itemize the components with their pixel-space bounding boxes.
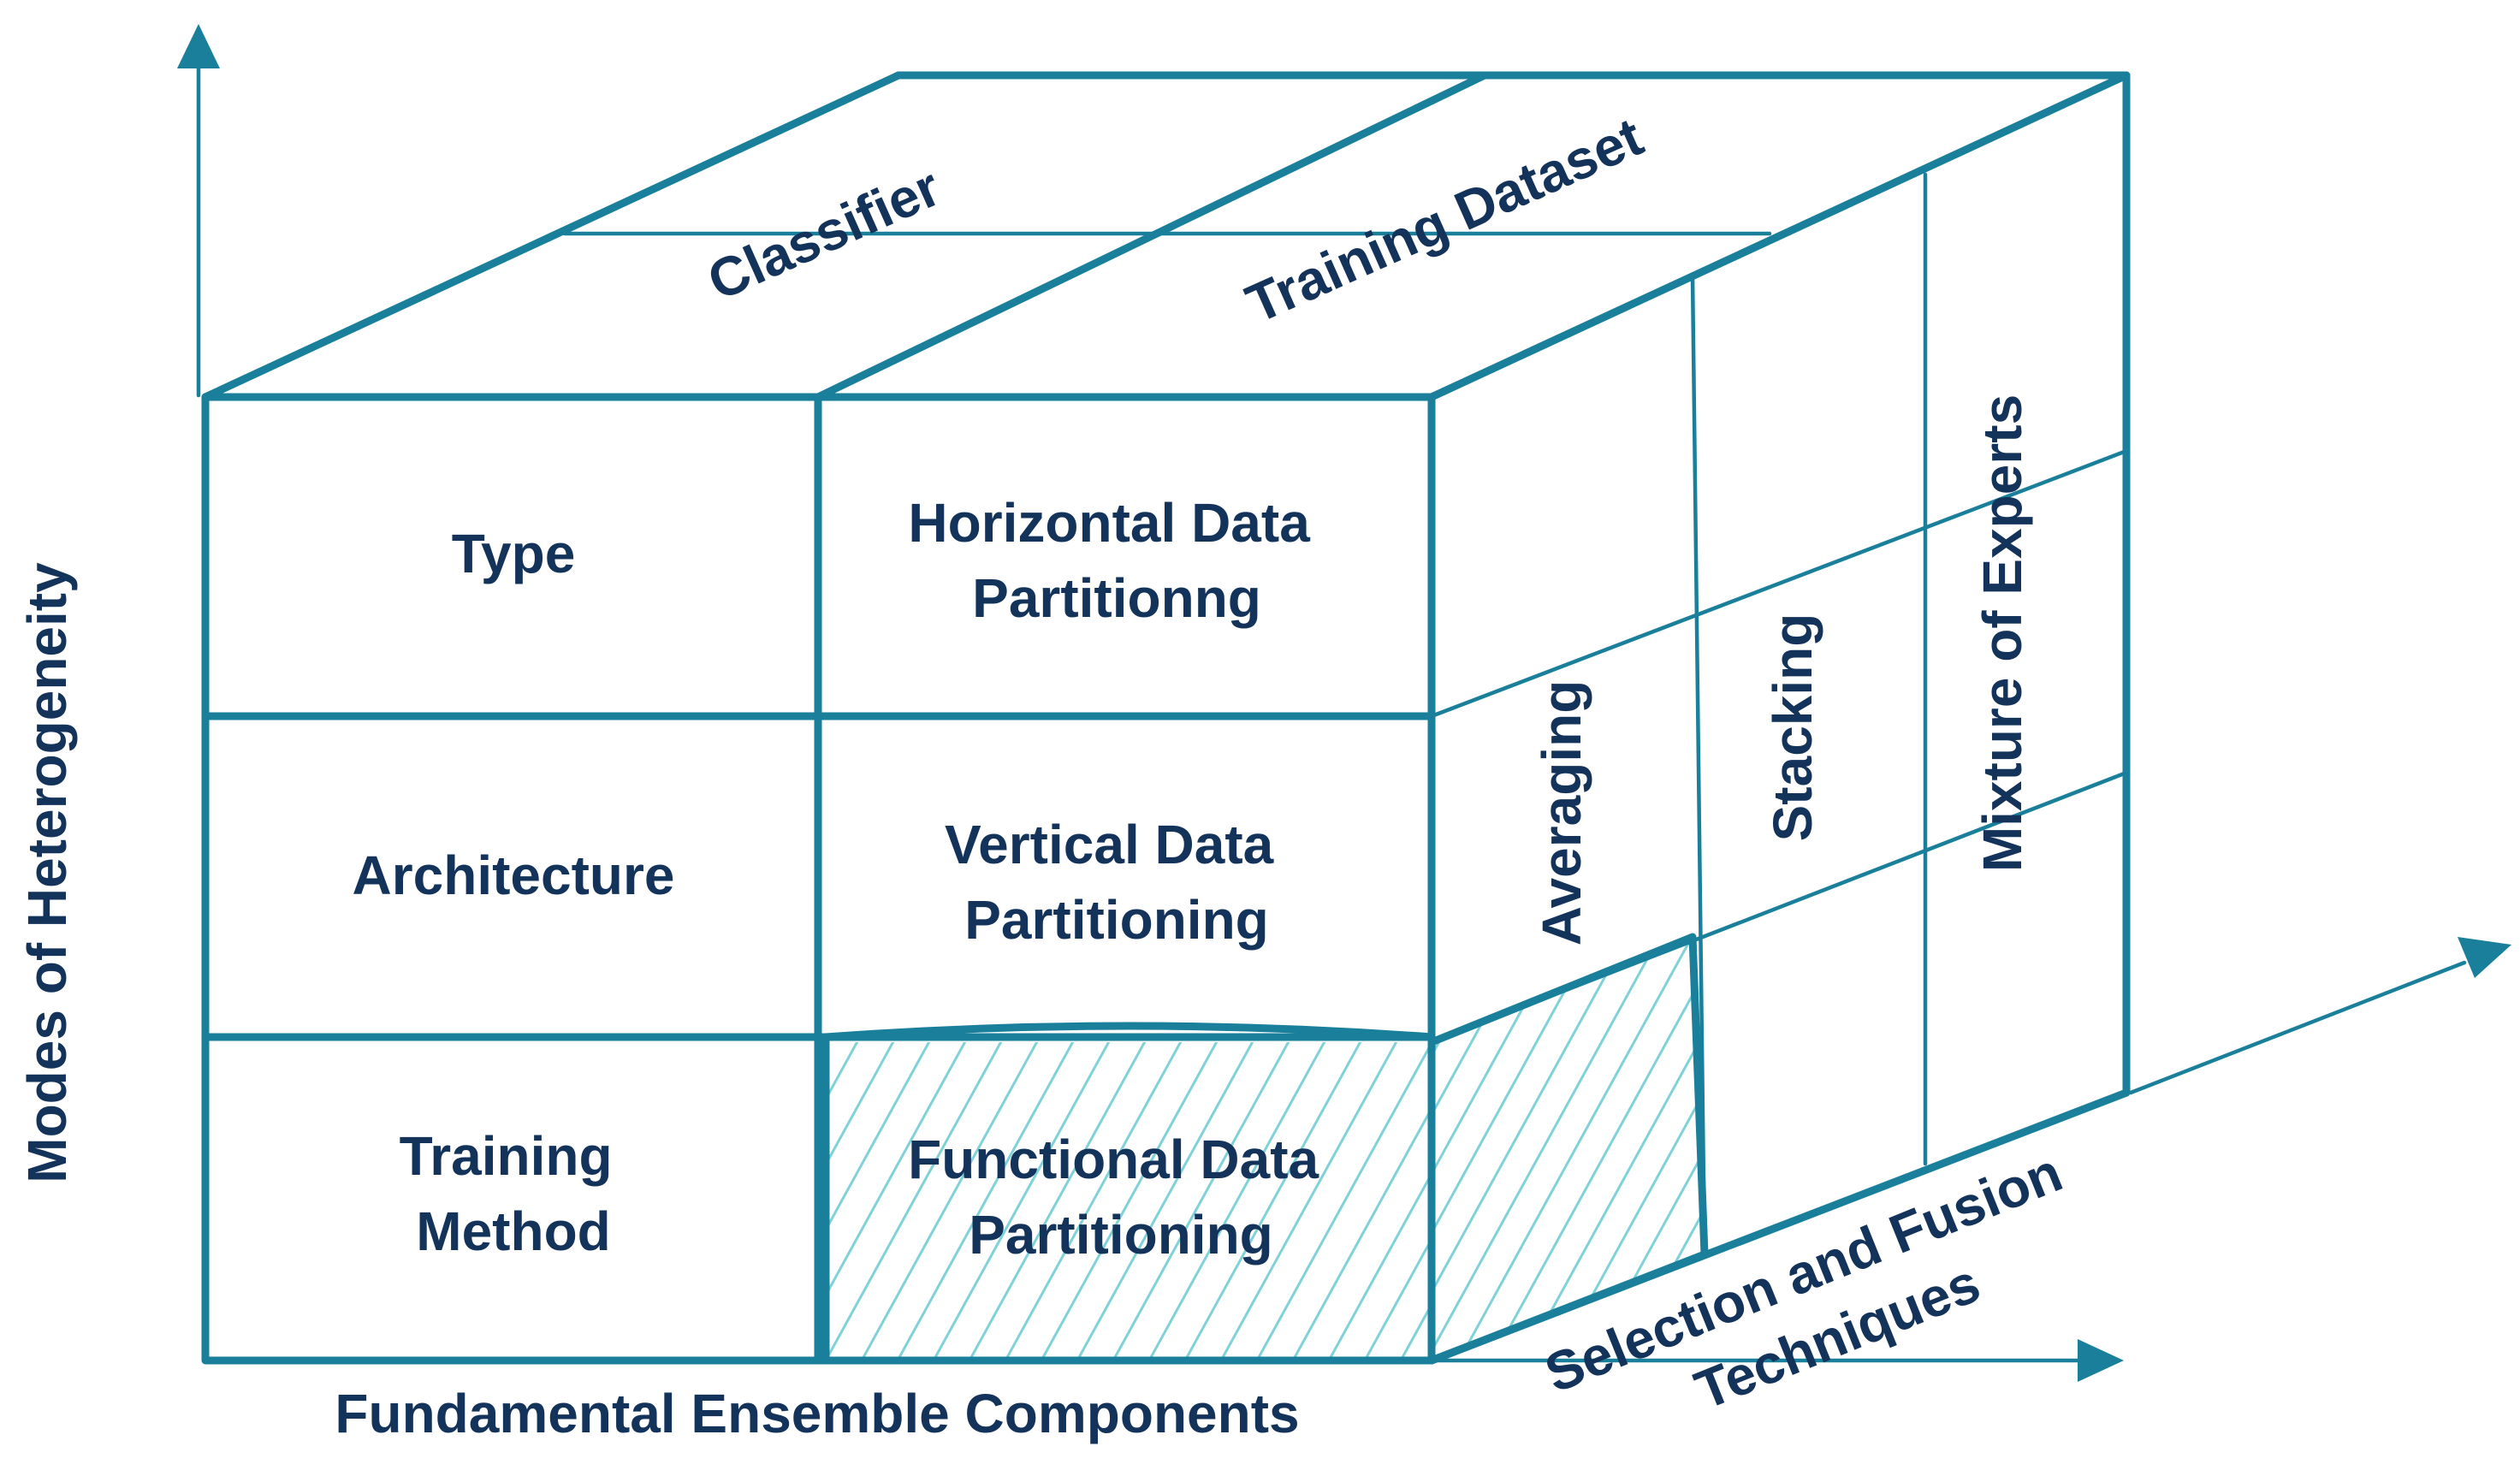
functional-cell-hatch-line [826,1042,859,1102]
functional-cell-hatch-line [1327,1171,1432,1360]
functional-cell-hatch-line [538,1037,716,1360]
functional-cell-hatch-line [932,1042,1111,1360]
functional-cell-hatch-line [1363,1236,1432,1360]
depth-axis-arrowhead [2458,937,2511,978]
functional-cell-hatch-line [860,1042,1039,1360]
functional-cell-hatch-line [1004,1042,1183,1360]
functional-cell-hatch-line [968,1042,1147,1360]
mixture-of-experts-label: Mixture of Experts [1972,394,2033,872]
top-left-edge [201,71,903,401]
cube-inner-lines [562,172,2129,1257]
functional-cell-hatch-line [1255,1042,1432,1360]
functional-cell-hatch-line [826,1042,967,1298]
averaging-cell-hatch-line [1490,937,1705,1360]
side-vertical-line-1 [1690,273,1707,1257]
training-method-label: Training Method [400,1125,628,1262]
cube-outline [201,71,2131,1365]
averaging-label: Averaging [1531,680,1592,946]
functional-cell-hatch-line [574,1037,752,1360]
functional-partitioning-label: Functional Data Partitioning [908,1129,1334,1266]
functional-cell-hatch-line [826,1042,895,1168]
functional-cell-hatch-line [502,1037,680,1360]
horizontal-partitioning-label: Horizontal Data Partitionng [908,492,1325,629]
selection-fusion-label: Selection and Fusion Techniques [1537,1135,2112,1471]
top-face-labels: Classifier Training Dataset [699,105,1651,335]
averaging-cell-outline [1427,933,1709,1365]
top-middle-edge [814,71,1489,401]
vertical-partitioning-label: Vertical Data Partitioning [945,814,1289,951]
functional-cell-hatch-line [1112,1042,1290,1360]
axis-arrows [177,24,2511,1382]
architecture-label: Architecture [353,845,675,906]
functional-cell-hatch-line [610,1037,788,1360]
functional-cell-hatch-line [1076,1042,1254,1360]
type-label: Type [452,523,576,584]
side-face-labels: Averaging Stacking Mixture of Experts [1531,394,2033,945]
top-right-edge [1427,71,2131,401]
horizontal-axis-arrowhead [2078,1339,2124,1382]
functional-cell-hatch-line [826,1042,1003,1360]
depth-axis-line [2128,960,2467,1095]
functional-cell-hatch-line [646,1037,824,1360]
averaging-cell-hatch-line [1522,937,1705,1360]
modes-of-heterogeneity-label: Modes of Heterogeneity [16,562,78,1183]
side-row-line-1 [1429,448,2129,719]
functional-cell-hatch-line [1147,1042,1326,1360]
fundamental-components-label: Fundamental Ensemble Components [335,1383,1299,1444]
functional-cell-hatch-line [826,1042,931,1233]
functional-cell-hatch-line [1040,1042,1218,1360]
functional-cell-outline [821,1022,1436,1365]
functional-cell-hatch-line [896,1042,1075,1360]
functional-cell-hatch-line [1183,1042,1362,1360]
averaging-cell-hatch-line [1457,937,1696,1360]
front-face-labels: Type Architecture Training Method Horizo… [353,492,1334,1266]
averaging-cell-hatch-line [1555,937,1705,1360]
functional-cell-hatch-line [1219,1042,1398,1360]
stacking-label: Stacking [1762,614,1823,842]
training-dataset-label: Training Dataset [1237,105,1651,335]
functional-cell-hatch-line [1291,1106,1432,1360]
vertical-axis-arrowhead [177,24,220,68]
functional-partitioning-hatch [502,1037,1432,1360]
averaging-cell-hatch-line [1432,937,1663,1360]
averaging-cell-hatch-line [1432,937,1598,1360]
